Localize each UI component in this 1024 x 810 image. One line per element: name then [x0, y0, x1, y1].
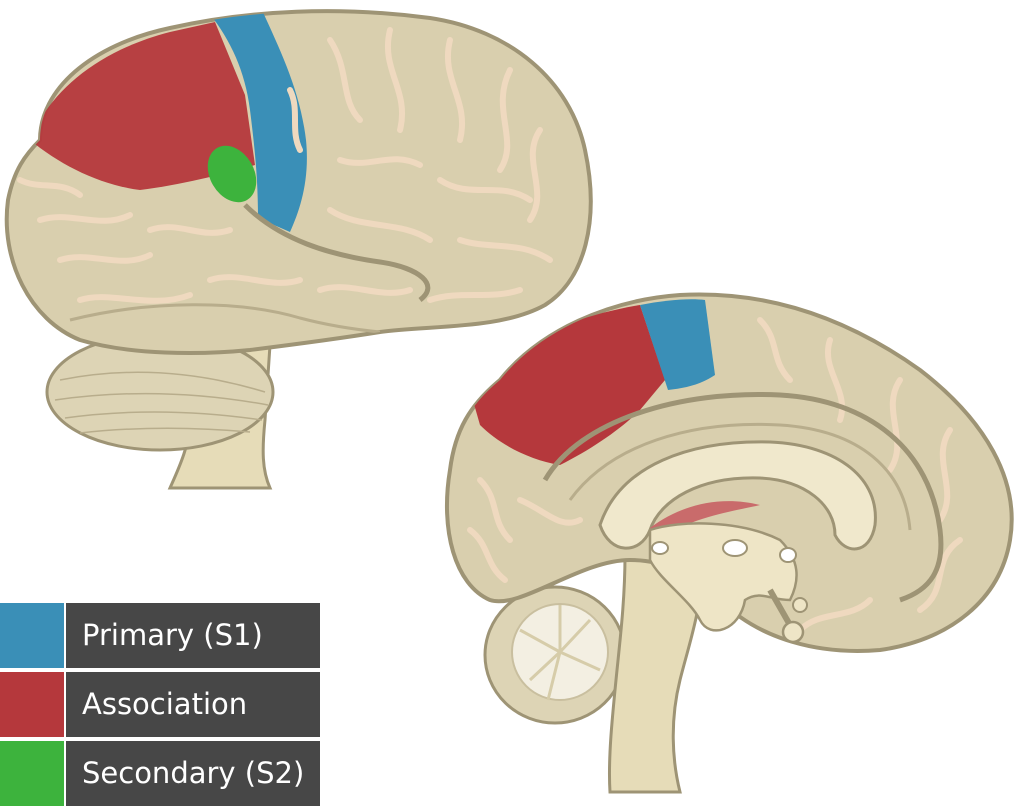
- legend: Primary (S1) Association Secondary (S2): [0, 603, 320, 810]
- legend-swatch-association: [0, 672, 64, 737]
- lateral-association-area: [30, 22, 255, 190]
- lateral-primary-s1-area: [210, 11, 307, 232]
- lateral-secondary-s2-area: [207, 145, 257, 203]
- mammillary-body: [779, 547, 797, 563]
- legend-label-secondary: Secondary (S2): [66, 741, 320, 806]
- lateral-sulci: [17, 27, 553, 304]
- medial-association-area: [470, 305, 665, 465]
- medial-brain: [445, 292, 1014, 794]
- legend-item-primary: Primary (S1): [0, 603, 320, 668]
- medial-brainstem: [607, 553, 703, 794]
- anterior-commissure: [722, 539, 748, 557]
- medial-sulci: [467, 317, 963, 633]
- corpus-callosum: [598, 440, 877, 551]
- lateral-brain: [4, 9, 593, 490]
- lateral-sulcus: [243, 203, 431, 302]
- medial-cerebellum: [483, 585, 627, 725]
- thalamus: [648, 522, 798, 632]
- cingulate-sulcus: [542, 391, 944, 603]
- medial-primary-s1-area: [640, 299, 715, 390]
- posterior-commissure: [651, 541, 669, 555]
- legend-label-primary: Primary (S1): [66, 603, 320, 668]
- pituitary: [767, 588, 808, 644]
- legend-item-association: Association: [0, 672, 320, 737]
- legend-item-secondary: Secondary (S2): [0, 741, 320, 806]
- legend-swatch-secondary: [0, 741, 64, 806]
- legend-swatch-primary: [0, 603, 64, 668]
- legend-label-association: Association: [66, 672, 320, 737]
